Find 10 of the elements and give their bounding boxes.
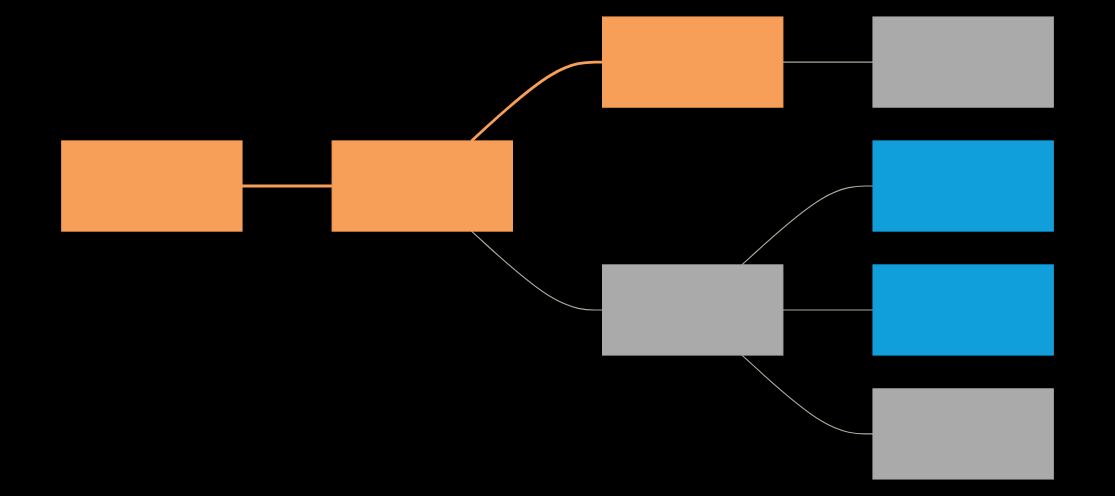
node-box [61,140,243,232]
connector [242,184,333,188]
connector [470,60,603,142]
node-box [872,388,1054,480]
node-box [602,264,784,356]
node-box [872,264,1054,356]
node-box [872,140,1054,232]
node-box [331,140,513,232]
node-box [602,16,784,108]
node-box [872,16,1054,108]
